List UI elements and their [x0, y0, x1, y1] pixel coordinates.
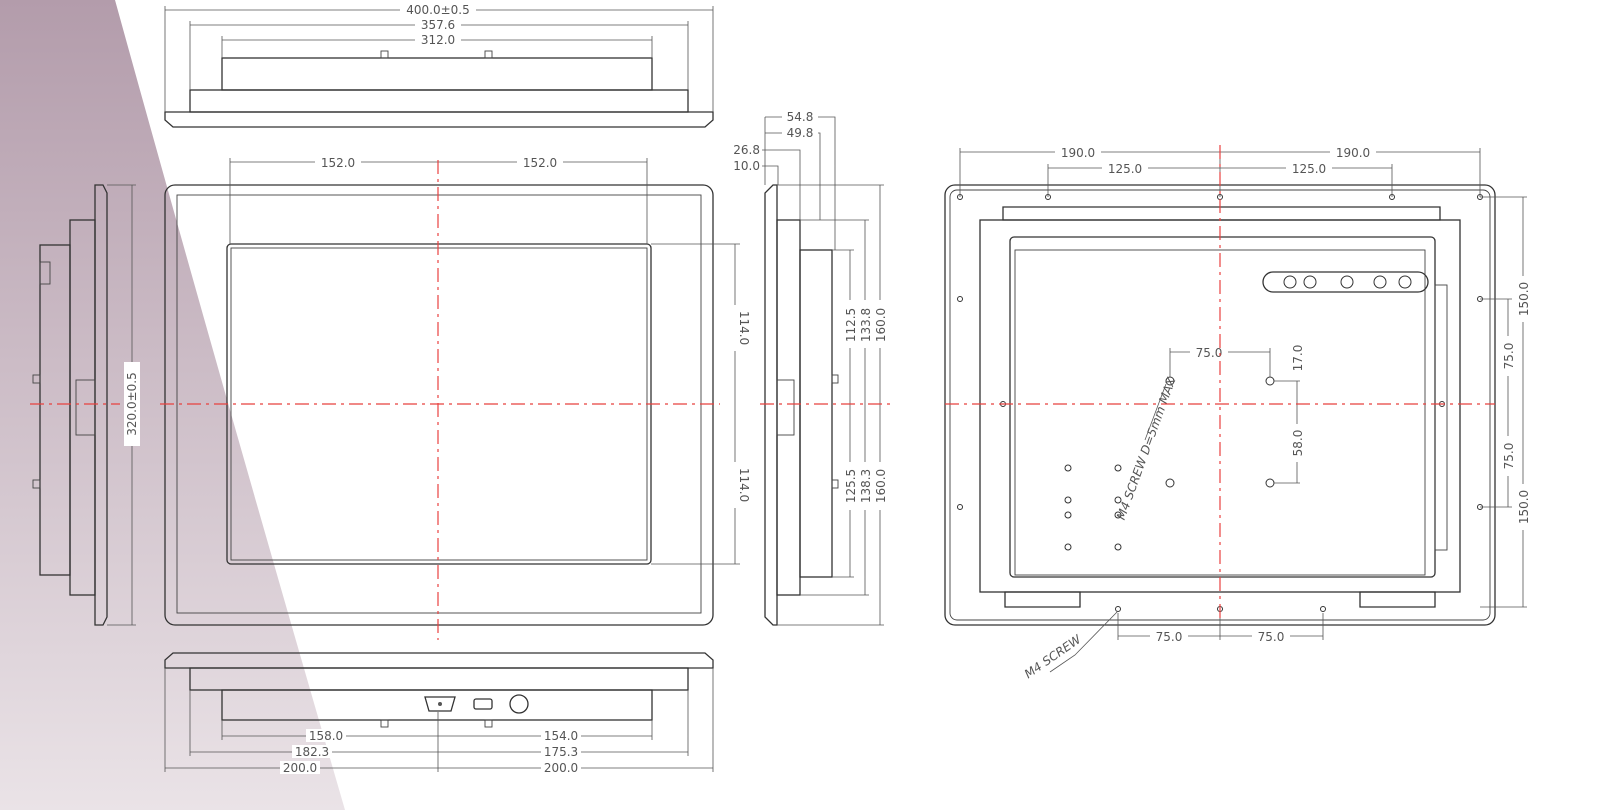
dim-rear-right-inner-top: 75.0: [1502, 343, 1516, 370]
front-view: 152.0 152.0 114.0 114.0: [164, 155, 751, 626]
dim-depth-mid: 26.8: [733, 143, 760, 157]
right-side-view: 54.8 49.8 26.8 10.0 112.5 133.8 160.0 12…: [733, 110, 888, 626]
screw-note: M4 SCREW: [1022, 632, 1085, 682]
vesa-screw-note: M4 SCREW D=5mm MAX: [1114, 375, 1179, 522]
dim-upper-3: 160.0: [874, 308, 888, 342]
speaker-grills: [1064, 464, 1122, 551]
dim-rear-bottom-left: 75.0: [1156, 630, 1183, 644]
left-side-view: 320.0±0.5: [32, 184, 140, 626]
dim-left-height: 320.0±0.5: [125, 372, 139, 436]
dim-rear-top-inner-left: 125.0: [1108, 162, 1142, 176]
dim-rear-top-outer-right: 190.0: [1336, 146, 1370, 160]
power-jack-icon: [509, 694, 529, 714]
dim-top-overall: 400.0±0.5: [406, 3, 470, 17]
dim-rear-top-inner-right: 125.0: [1292, 162, 1326, 176]
dim-rear-right-inner-bottom: 75.0: [1502, 443, 1516, 470]
dim-bottom-row2-right: 175.3: [544, 745, 578, 759]
vga-port-icon: [424, 696, 456, 712]
dim-vesa-width: 75.0: [1196, 346, 1223, 360]
dim-vesa-height: 58.0: [1291, 430, 1305, 457]
dim-vesa-offset: 17.0: [1291, 345, 1305, 372]
dim-depth-total: 54.8: [787, 110, 814, 124]
dim-depth-plate: 10.0: [733, 159, 760, 173]
dim-rear-right-outer-bottom: 150.0: [1517, 490, 1531, 524]
dim-front-half-width-right: 152.0: [523, 156, 557, 170]
dim-bottom-row1-right: 154.0: [544, 729, 578, 743]
dim-rear-top-outer-left: 190.0: [1061, 146, 1095, 160]
dim-top-inner: 312.0: [421, 33, 455, 47]
dim-front-half-height-bottom: 114.0: [737, 468, 751, 502]
dim-rear-bottom-right: 75.0: [1258, 630, 1285, 644]
background-accent: [0, 0, 345, 810]
dim-front-half-width-left: 152.0: [321, 156, 355, 170]
dim-bottom-row3-left: 200.0: [283, 761, 317, 775]
dim-bottom-row3-right: 200.0: [544, 761, 578, 775]
top-view: 400.0±0.5 357.6 312.0: [164, 3, 714, 128]
dim-depth-body: 49.8: [787, 126, 814, 140]
hdmi-port-icon: [473, 698, 493, 710]
dim-front-half-height-top: 114.0: [737, 311, 751, 345]
rear-view: 190.0 190.0 125.0 125.0 150.0 150.0 75.0…: [944, 145, 1531, 682]
osd-button-panel: [1262, 271, 1429, 293]
right-dims-lower: 125.5 138.3 160.0: [842, 462, 888, 510]
dim-lower-3: 160.0: [874, 469, 888, 503]
dim-top-mid: 357.6: [421, 18, 455, 32]
center-lines: [30, 145, 1495, 640]
dim-lower-1: 125.5: [844, 469, 858, 503]
dim-upper-2: 133.8: [859, 308, 873, 342]
dim-bottom-row2-left: 182.3: [295, 745, 329, 759]
bottom-view: 158.0 154.0 182.3 175.3 200.0 200.0: [164, 652, 714, 775]
right-dims-upper: 112.5 133.8 160.0: [842, 300, 888, 348]
dim-bottom-row1-left: 158.0: [309, 729, 343, 743]
dim-upper-1: 112.5: [844, 308, 858, 342]
dim-lower-2: 138.3: [859, 469, 873, 503]
dim-rear-right-outer-top: 150.0: [1517, 282, 1531, 316]
